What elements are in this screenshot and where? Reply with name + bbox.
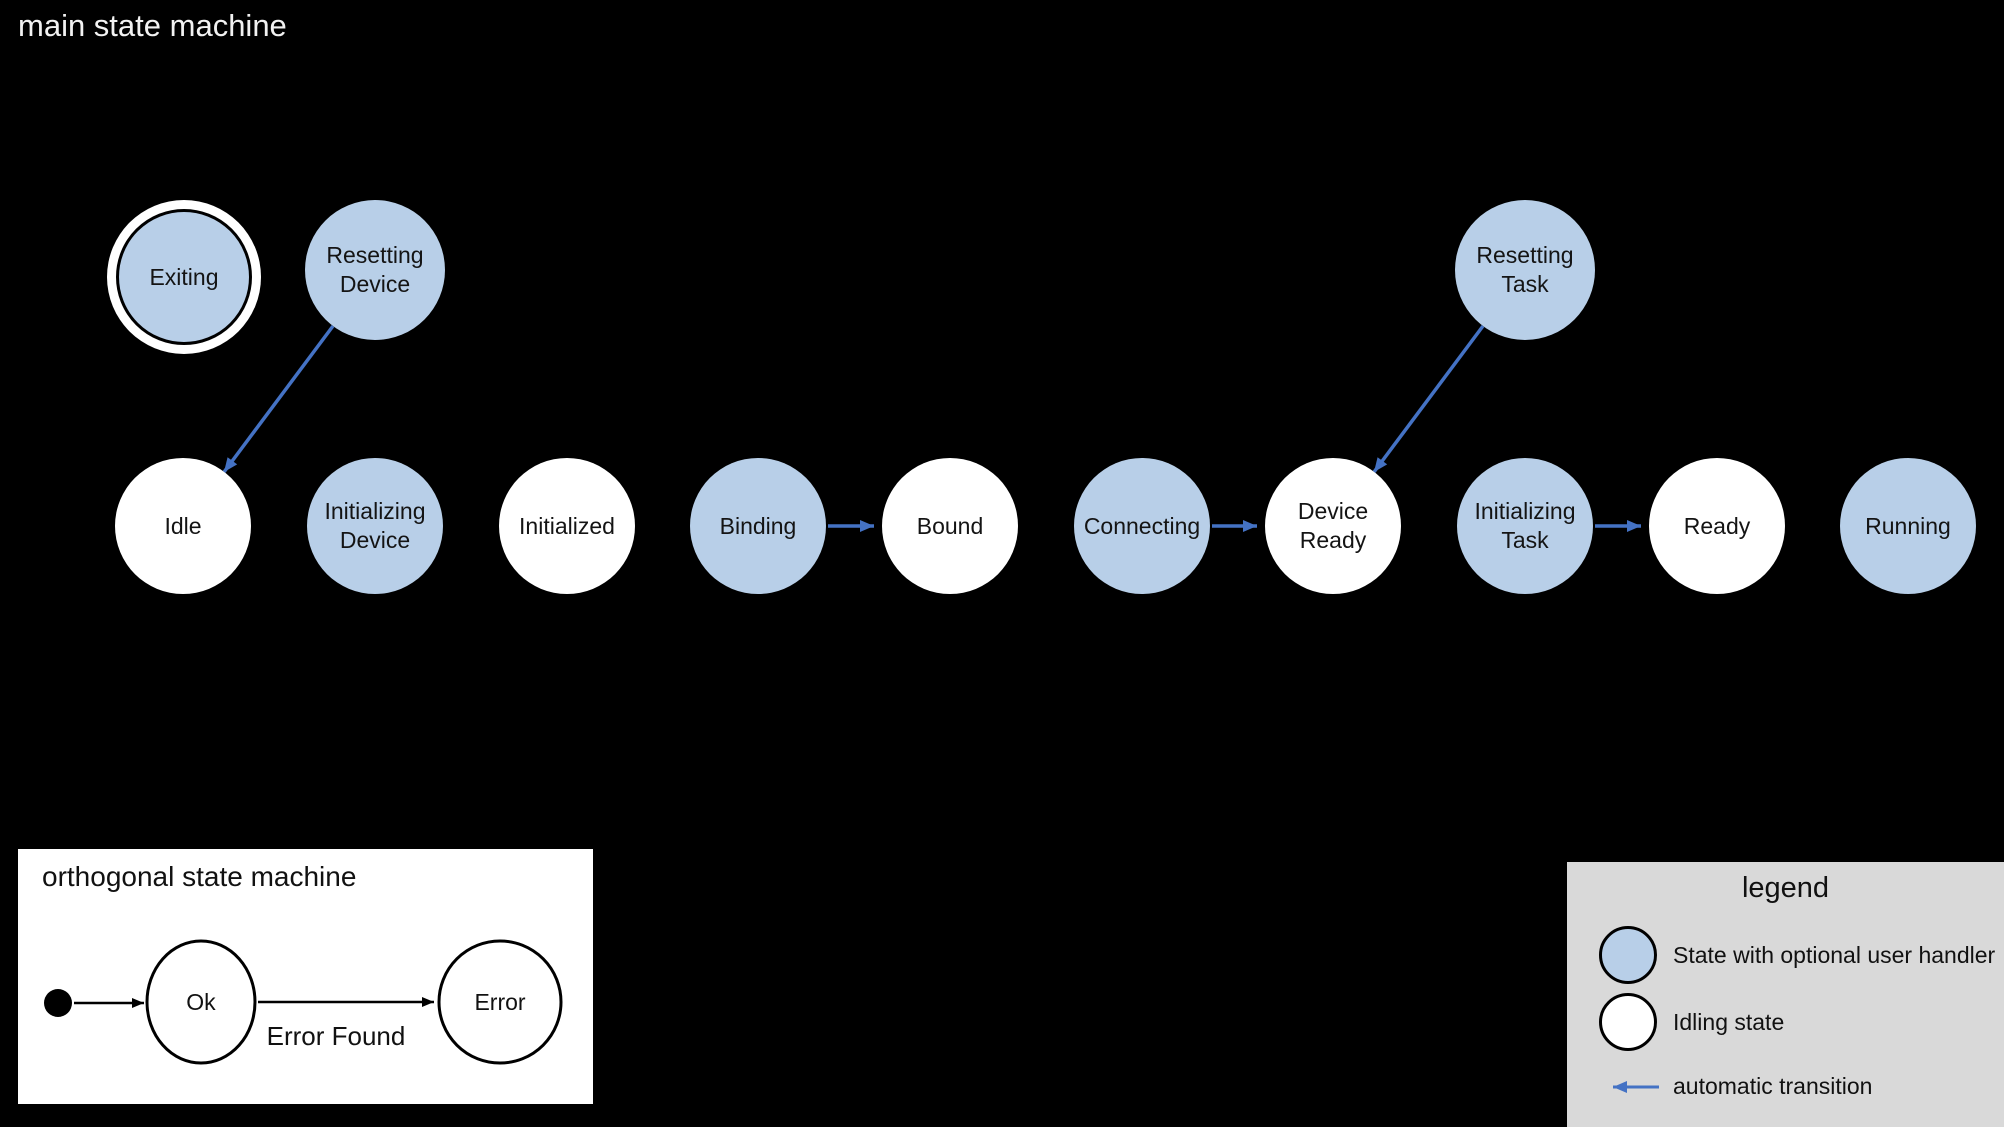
- legend-panel: legend State with optional user handler …: [1567, 862, 2004, 1127]
- main-machine-title: main state machine: [18, 8, 287, 43]
- legend-item-label: automatic transition: [1673, 1073, 1873, 1099]
- state-ready: Ready: [1649, 458, 1785, 594]
- state-initializing-task: Initializing Task: [1457, 458, 1593, 594]
- state-binding: Binding: [690, 458, 826, 594]
- orthogonal-machine-panel: orthogonal state machine Ok Error Found …: [18, 849, 593, 1104]
- legend-item-automatic-transition: automatic transition: [1593, 1073, 1872, 1100]
- initial-state-dot: [44, 989, 72, 1017]
- automatic-transition-arrow-icon: [1613, 1080, 1659, 1093]
- state-ok-label: Ok: [186, 989, 216, 1015]
- state-resetting-task: Resetting Task: [1455, 200, 1595, 340]
- state-device-ready: Device Ready: [1265, 458, 1401, 594]
- handler-state-circle: [1599, 926, 1657, 984]
- state-exiting: Exiting: [116, 209, 252, 345]
- state-error-label: Error: [474, 989, 525, 1015]
- state-bound: Bound: [882, 458, 1018, 594]
- state-ok-circle: [145, 939, 257, 1065]
- transition-ok-to-error-label: Error Found: [267, 1021, 406, 1051]
- transition-resetting-device-to-idle: [222, 324, 335, 474]
- legend-item-handler-state: State with optional user handler: [1599, 926, 1995, 984]
- legend-item-idling-state: Idling state: [1599, 993, 1784, 1051]
- legend-item-label: Idling state: [1673, 1008, 1785, 1035]
- state-initializing-device: Initializing Device: [307, 458, 443, 594]
- orthogonal-machine-graph: Ok Error Found Error: [44, 939, 563, 1065]
- orthogonal-machine-title: orthogonal state machine: [42, 861, 357, 892]
- state-resetting-device: Resetting Device: [305, 200, 445, 340]
- state-running: Running: [1840, 458, 1976, 594]
- state-error-circle: [437, 939, 563, 1065]
- idling-state-circle: [1599, 993, 1657, 1051]
- state-initialized: Initialized: [499, 458, 635, 594]
- transition-resetting-task-to-device-ready: [1372, 324, 1485, 474]
- state-connecting: Connecting: [1074, 458, 1210, 594]
- state-idle: Idle: [115, 458, 251, 594]
- legend-title: legend: [1741, 872, 1830, 904]
- legend-item-label: State with optional user handler: [1673, 941, 1996, 968]
